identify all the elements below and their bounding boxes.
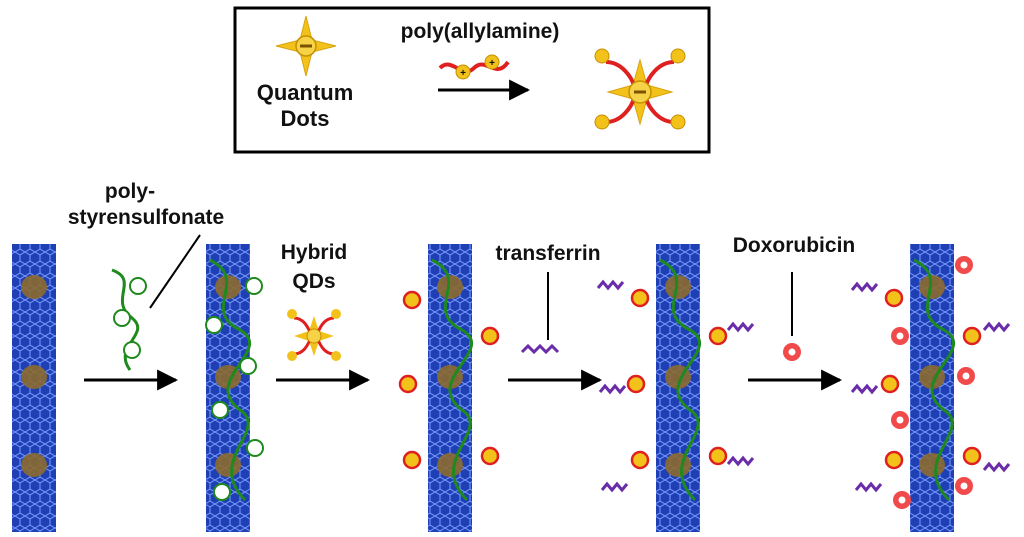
bare-quantum-dot-icon (275, 15, 337, 77)
doxorubicin-attached-holes (896, 261, 970, 504)
polyamine-strand-icon: + + (438, 54, 510, 80)
hybrid-qd-free-icon (287, 309, 341, 361)
nanotube-bare (12, 244, 56, 532)
transferrin-free-icon (520, 272, 560, 355)
nanotube-pss (206, 244, 252, 532)
polymer-label: poly(allylamine) (401, 20, 560, 43)
hybrid-qds-label-line2: QDs (292, 270, 335, 293)
transferrin-label: transferrin (495, 242, 600, 265)
nanotube-transferrin (656, 244, 702, 532)
nanotube-doxorubicin (910, 244, 956, 532)
pss-label-line2: styrensulfonate (68, 206, 224, 229)
hybrid-quantum-dot-icon (594, 48, 686, 130)
pss-strand-icon (111, 234, 201, 371)
quantum-dots-label-line1: Quantum (257, 80, 354, 105)
pss-label-line1: poly- (105, 180, 155, 203)
doxorubicin-free-icon (783, 272, 801, 361)
hybrid-qds-label-line1: Hybrid (281, 241, 348, 264)
nanotube-hybrid-qd (428, 244, 474, 532)
transferrin-attached (596, 279, 1011, 493)
pss-charges (205, 277, 264, 501)
legend-box: Quantum Dots poly(allylamine) + + (233, 6, 711, 154)
quantum-dots-label-line2: Dots (281, 106, 330, 131)
tube-qd-decorations (398, 288, 982, 470)
svg-text:+: + (460, 68, 466, 79)
svg-text:+: + (489, 58, 495, 69)
doxorubicin-label: Doxorubicin (733, 234, 856, 257)
